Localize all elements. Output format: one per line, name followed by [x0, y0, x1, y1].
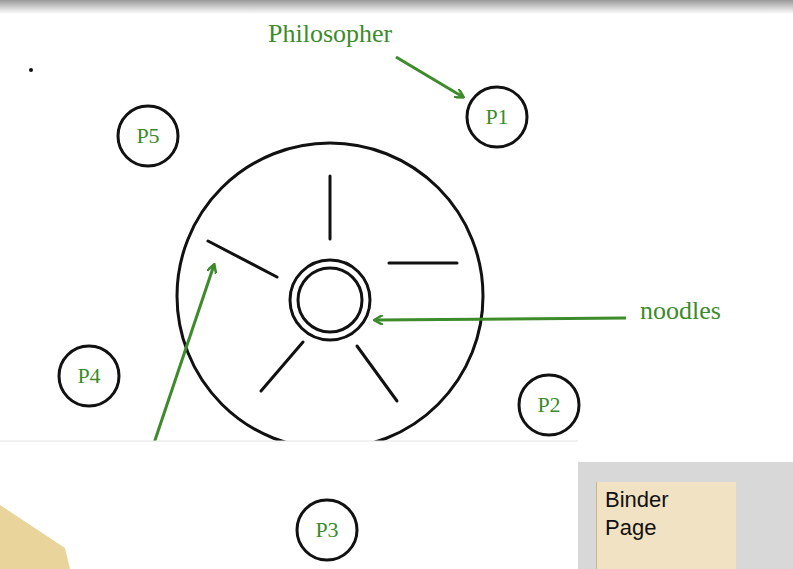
philosopher-label: P4 [77, 365, 100, 387]
noodle-bowl-inner [298, 268, 362, 332]
top-strip [0, 0, 793, 14]
philosopher-circle: P5 [116, 104, 180, 168]
overlay-panel [0, 441, 578, 569]
philosopher-label: P5 [136, 125, 159, 147]
annotation-label: Philosopher [268, 20, 392, 49]
side-panel [578, 462, 793, 569]
dot [29, 68, 33, 72]
binder-tab: Binder Page [596, 482, 736, 569]
philosopher-label: P3 [315, 519, 338, 541]
philosopher-circle: P3 [295, 498, 359, 562]
table [177, 143, 483, 449]
noodle-bowl [290, 260, 370, 340]
overlay-image [0, 505, 70, 569]
philosopher-circle: P2 [517, 373, 581, 437]
overlay-edge [0, 441, 578, 442]
tab-label: Binder Page [605, 486, 695, 541]
philosopher-circle: P4 [57, 344, 121, 408]
philosopher-label: P2 [537, 394, 560, 416]
annotation-label: noodles [640, 297, 721, 326]
philosopher-label: P1 [485, 106, 508, 128]
philosopher-circle: P1 [465, 85, 529, 149]
chopsticks [208, 176, 457, 401]
leader-arrows [150, 57, 626, 455]
